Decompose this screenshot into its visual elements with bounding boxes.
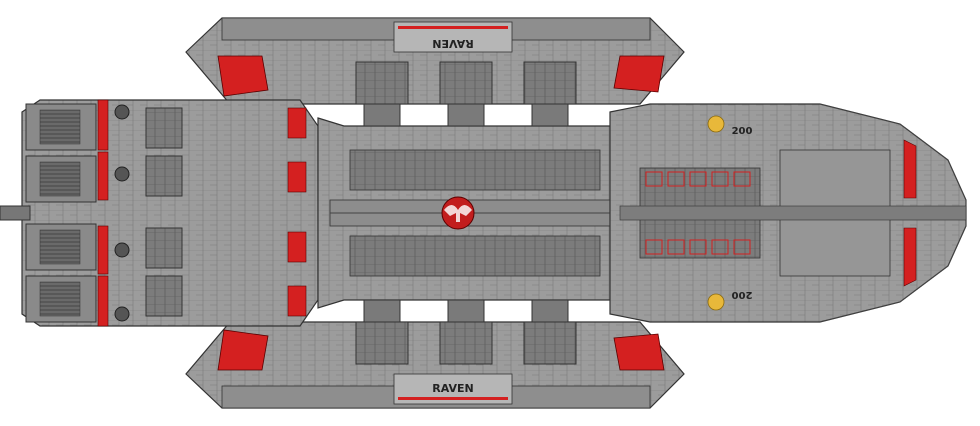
hull-number-bottom: 200 — [732, 289, 753, 300]
engine-section — [0, 99, 319, 327]
ship-name-top: RAVEN — [432, 37, 473, 50]
bottom-flight-pod: RAVEN — [185, 321, 685, 409]
bottom-bays — [355, 321, 577, 365]
forward-hull: 200 200 — [609, 103, 967, 323]
gold-marker-icon — [707, 115, 725, 311]
top-flight-pod: RAVEN — [185, 17, 685, 105]
midship-spine — [317, 103, 625, 323]
red-eagle-emblem-icon — [441, 196, 475, 230]
hull-number-top: 200 — [732, 126, 753, 137]
top-bays — [355, 61, 577, 105]
fan-icon — [114, 104, 130, 322]
ship-name-bottom: RAVEN — [432, 382, 473, 395]
